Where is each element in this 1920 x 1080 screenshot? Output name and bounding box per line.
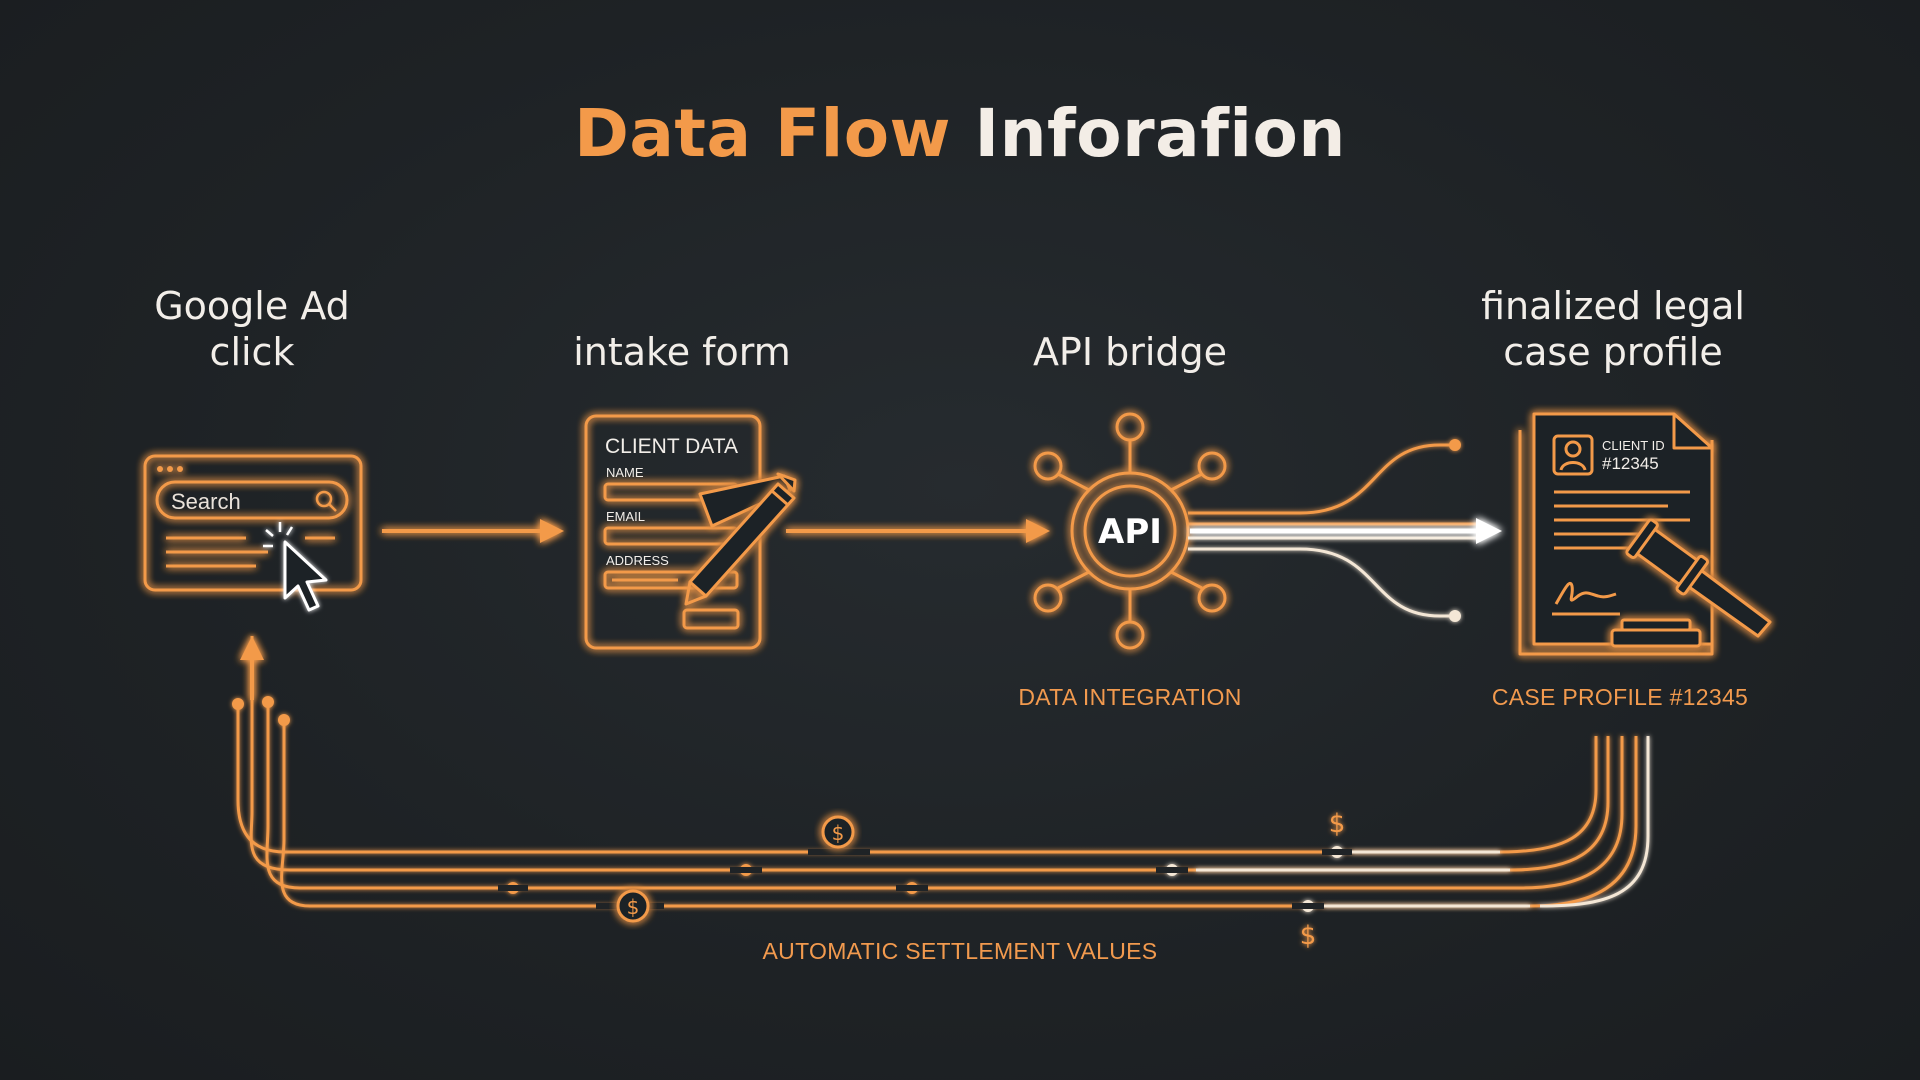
dollar-sign-icon: $: [1329, 809, 1346, 839]
flow-arrow-1: [382, 519, 564, 543]
step-label-intake-form: intake form: [573, 329, 791, 375]
step-label-line: finalized legal: [1481, 284, 1745, 328]
case-document-icon: [1518, 412, 1714, 656]
api-hub-label: API: [1098, 512, 1162, 552]
pen-icon-body: [684, 482, 796, 606]
step-label-line: intake form: [573, 330, 791, 374]
step-label-line: case profile: [1503, 330, 1723, 374]
stream-end-dot: [1449, 439, 1461, 451]
api-hub-icon: [1033, 412, 1227, 650]
client-id-value: #12345: [1602, 454, 1659, 473]
api-output-streams: [1188, 443, 1480, 618]
form-field-email: EMAIL: [606, 509, 645, 524]
client-id-label: CLIENT ID: [1602, 438, 1665, 453]
step-label-case-profile: finalized legal case profile: [1481, 283, 1745, 375]
flow-arrow-3: [1190, 518, 1502, 544]
dollar-coin-icon: $: [821, 815, 855, 849]
title-rest: Inforafion: [974, 95, 1346, 172]
settlement-feedback-highlight: [1196, 850, 1530, 908]
coin-symbol: $: [627, 895, 640, 919]
api-caption: DATA INTEGRATION: [1018, 684, 1242, 710]
dollar-coin-icon: $: [616, 889, 650, 923]
step-label-api-bridge: API bridge: [1033, 329, 1227, 375]
step-label-line: API bridge: [1032, 330, 1228, 374]
coin-symbol: $: [832, 821, 845, 845]
pen-icon: [698, 472, 797, 528]
search-magnifier-icon: [315, 490, 337, 512]
form-heading: CLIENT DATA: [605, 435, 738, 458]
feedback-end-dots: [232, 696, 290, 726]
case-profile-caption: CASE PROFILE #12345: [1491, 684, 1749, 710]
title-accent: Data Flow: [574, 95, 952, 172]
step-label-line: Google Ad: [154, 284, 350, 328]
step-label-google-ad: Google Ad click: [154, 283, 350, 375]
cursor-click-icon: [263, 522, 328, 612]
feedback-arrow-up: [240, 636, 264, 700]
stream-end-dot: [1449, 610, 1461, 622]
dollar-sign-icon: $: [1300, 921, 1317, 951]
gavel-icon: [1610, 518, 1772, 648]
feedback-caption: AUTOMATIC SETTLEMENT VALUES: [762, 938, 1158, 964]
form-field-address: ADDRESS: [606, 553, 669, 568]
search-card-icon: [143, 454, 363, 592]
flow-arrow-2: [786, 519, 1050, 543]
search-placeholder: Search: [171, 489, 241, 514]
form-field-name: NAME: [606, 465, 644, 480]
step-label-line: click: [209, 330, 295, 374]
page-title: Data Flow Inforafion: [0, 95, 1920, 172]
settlement-feedback-lines: [236, 636, 1650, 908]
